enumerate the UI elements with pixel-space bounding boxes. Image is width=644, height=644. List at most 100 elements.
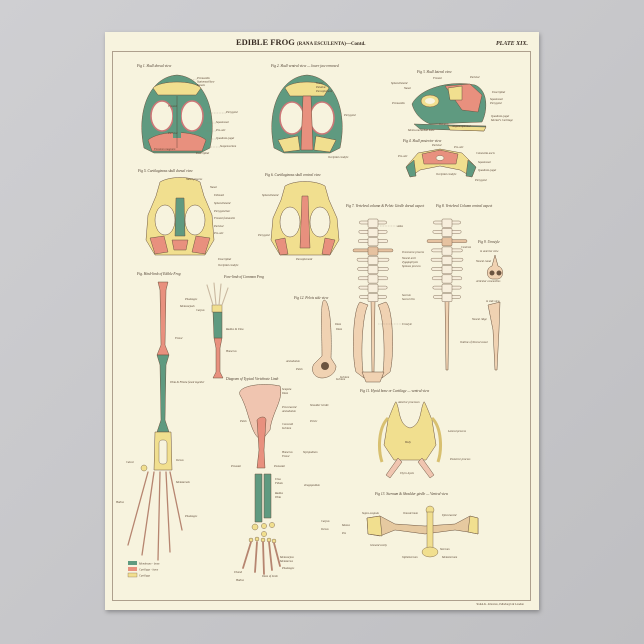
vertebra <box>441 237 453 247</box>
svg-text:Ilium: Ilium <box>335 327 342 331</box>
svg-text:Premaxilla: Premaxilla <box>196 76 210 80</box>
vertebra <box>367 218 379 228</box>
svg-text:Sphenethmoid: Sphenethmoid <box>214 201 231 205</box>
fig1-caption: Fig 1. Skull dorsal view <box>136 64 172 68</box>
svg-text:Ulna: Ulna <box>275 477 281 481</box>
svg-text:Parietal: Parietal <box>213 224 224 228</box>
plate-number: PLATE XIX. <box>496 41 529 47</box>
svg-text:Columella auris: Columella auris <box>476 151 496 155</box>
svg-text:Sacral ribs: Sacral ribs <box>402 297 416 301</box>
svg-text:Pes: Pes <box>341 531 347 535</box>
fig6-cartilaginous-skull-ventral: Fig 6. Cartilaginous skull ventral view … <box>257 173 340 261</box>
svg-text:Cartilage - bone: Cartilage - bone <box>139 568 159 572</box>
toe-bone <box>157 471 161 561</box>
svg-text:Thyro-hyals: Thyro-hyals <box>400 471 415 475</box>
svg-text:Palatine: Palatine <box>315 85 327 89</box>
svg-text:Occipital condyle: Occipital condyle <box>328 155 349 159</box>
fig2-skull-ventral: Fig 2. Skull ventral view — lower jaw re… <box>270 64 356 159</box>
svg-text:Sacrum: Sacrum <box>402 293 411 297</box>
svg-text:Articular concavities: Articular concavities <box>475 279 501 283</box>
svg-text:Spinous process: Spinous process <box>402 264 421 268</box>
toe-bone <box>127 471 149 546</box>
fig4-skull-posterior: Fig 4. Skull posterior view Parietal Pro… <box>397 139 496 182</box>
svg-text:Frontal fontanelle: Frontal fontanelle <box>213 216 236 220</box>
svg-text:Frontal: Frontal <box>167 104 177 108</box>
svg-text:Fig 5. Cartilaginous skull do: Fig 5. Cartilaginous skull dorsal view <box>137 169 193 173</box>
vertebra <box>367 274 379 284</box>
svg-text:Glenoid cavity: Glenoid cavity <box>370 543 388 547</box>
svg-text:Zygapophysis: Zygapophysis <box>402 260 419 264</box>
svg-text:Premaxilla: Premaxilla <box>391 101 405 105</box>
svg-text:Fore-limb of Common Frog: Fore-limb of Common Frog <box>223 275 264 279</box>
svg-text:Postaxial: Postaxial <box>273 464 285 468</box>
svg-text:Coracoid: Coracoid <box>282 422 293 426</box>
svg-text:Squamosal: Squamosal <box>478 160 491 164</box>
toe-bone <box>141 471 155 556</box>
svg-text:Suspensorium: Suspensorium <box>220 144 236 148</box>
plate-title: EDIBLE FROG <box>236 37 295 47</box>
svg-text:Tibia & Fibula fused together: Tibia & Fibula fused together <box>170 380 205 384</box>
svg-text:Meckel's Cartilage: Meckel's Cartilage <box>490 118 514 122</box>
svg-text:Fig 12. Pelvis side view: Fig 12. Pelvis side view <box>293 296 329 300</box>
svg-text:Diagram of Typical Vertebrate: Diagram of Typical Vertebrate Limb <box>225 377 278 381</box>
svg-text:in anterior view: in anterior view <box>480 249 499 253</box>
svg-text:Parietal: Parietal <box>167 131 178 135</box>
svg-text:Metacarpals: Metacarpals <box>179 304 195 308</box>
svg-text:Pro-otic: Pro-otic <box>453 145 464 149</box>
svg-text:Pro-otic: Pro-otic <box>397 154 408 158</box>
svg-text:Metatarsals: Metatarsals <box>175 480 191 484</box>
svg-text:Radius & Ulna: Radius & Ulna <box>225 327 244 331</box>
svg-text:Posterior process: Posterior process <box>449 457 471 461</box>
svg-text:Fig 9. Urostyle: Fig 9. Urostyle <box>477 240 500 244</box>
svg-text:Foramen magnum: Foramen magnum <box>153 147 175 151</box>
svg-text:Dentary: Dentary <box>438 122 449 126</box>
svg-text:Humerus: Humerus <box>281 450 293 454</box>
svg-text:Squamosal: Squamosal <box>490 97 503 101</box>
svg-text:Quadrato-jugal: Quadrato-jugal <box>478 168 496 172</box>
svg-text:Xiphisternum: Xiphisternum <box>401 555 418 559</box>
vertebra <box>367 246 379 256</box>
svg-text:Fig 2. Skull ventral view — l: Fig 2. Skull ventral view — lower jaw re… <box>270 64 339 68</box>
svg-text:Fig 8. Vertebral Column ventr: Fig 8. Vertebral Column ventral aspect <box>435 204 493 208</box>
vertebra <box>441 256 453 265</box>
svg-text:Quadrato-jugal: Quadrato-jugal <box>491 114 509 118</box>
svg-text:Pterygoid: Pterygoid <box>225 110 238 114</box>
fig9-urostyle: Fig 9. Urostyle in anterior view Neural … <box>460 240 503 371</box>
svg-text:Fig 7. Vertebral column & Pel: Fig 7. Vertebral column & Pelvic Girdle … <box>345 204 425 208</box>
svg-text:Squamosal: Squamosal <box>216 120 229 124</box>
svg-text:Vomer: Vomer <box>316 81 324 85</box>
svg-text:Fig 11. Hyoid bone or Cartila: Fig 11. Hyoid bone or Cartilage — ventra… <box>359 389 430 393</box>
svg-text:Femur: Femur <box>174 336 184 340</box>
svg-text:Fig 3. Skull lateral view: Fig 3. Skull lateral view <box>416 70 452 74</box>
svg-text:Fig 4. Skull posterior view: Fig 4. Skull posterior view <box>402 139 442 143</box>
vertebra <box>441 265 453 275</box>
svg-text:Sphenethmoid: Sphenethmoid <box>391 81 408 85</box>
vertebra <box>367 265 379 275</box>
svg-text:Fibula: Fibula <box>274 481 283 485</box>
svg-text:Phalanges: Phalanges <box>184 297 198 301</box>
fore-limb: Fore-limb of Common Frog Phalanges Metac… <box>179 275 264 379</box>
svg-text:Femur: Femur <box>281 454 291 458</box>
svg-text:Occipital condyle: Occipital condyle <box>436 172 457 176</box>
hind-limb: Fig. Hind-limb of Edible Frog Femur Tibi… <box>115 272 205 561</box>
svg-text:Parasphenoid: Parasphenoid <box>315 89 333 93</box>
vertebra <box>367 293 379 302</box>
svg-text:Supra-scapula: Supra-scapula <box>362 511 379 515</box>
svg-text:Nasals: Nasals <box>196 83 206 87</box>
vertebra <box>441 283 453 293</box>
legend-swatch-cartilage-bone <box>128 567 137 571</box>
svg-text:Ilium: Ilium <box>281 391 288 395</box>
vertebra <box>367 228 379 237</box>
svg-text:Mento-meckelian bone: Mento-meckelian bone <box>407 128 435 132</box>
svg-text:Fig. Hind-limb of Edible Frog: Fig. Hind-limb of Edible Frog <box>136 272 181 276</box>
svg-text:Omosternum: Omosternum <box>403 511 418 515</box>
svg-text:Stylopodium: Stylopodium <box>303 450 317 454</box>
svg-text:Centrum: Centrum <box>461 245 471 249</box>
svg-text:Radius: Radius <box>274 491 284 495</box>
svg-text:Nasal process: Nasal process <box>185 177 203 181</box>
svg-text:Metatarsus: Metatarsus <box>279 559 294 563</box>
svg-text:Exoccipital: Exoccipital <box>491 90 505 94</box>
svg-text:Lateral process: Lateral process <box>447 429 467 433</box>
printer-imprint: W.&A.K. Johnston, Edinburgh & London <box>476 602 524 606</box>
